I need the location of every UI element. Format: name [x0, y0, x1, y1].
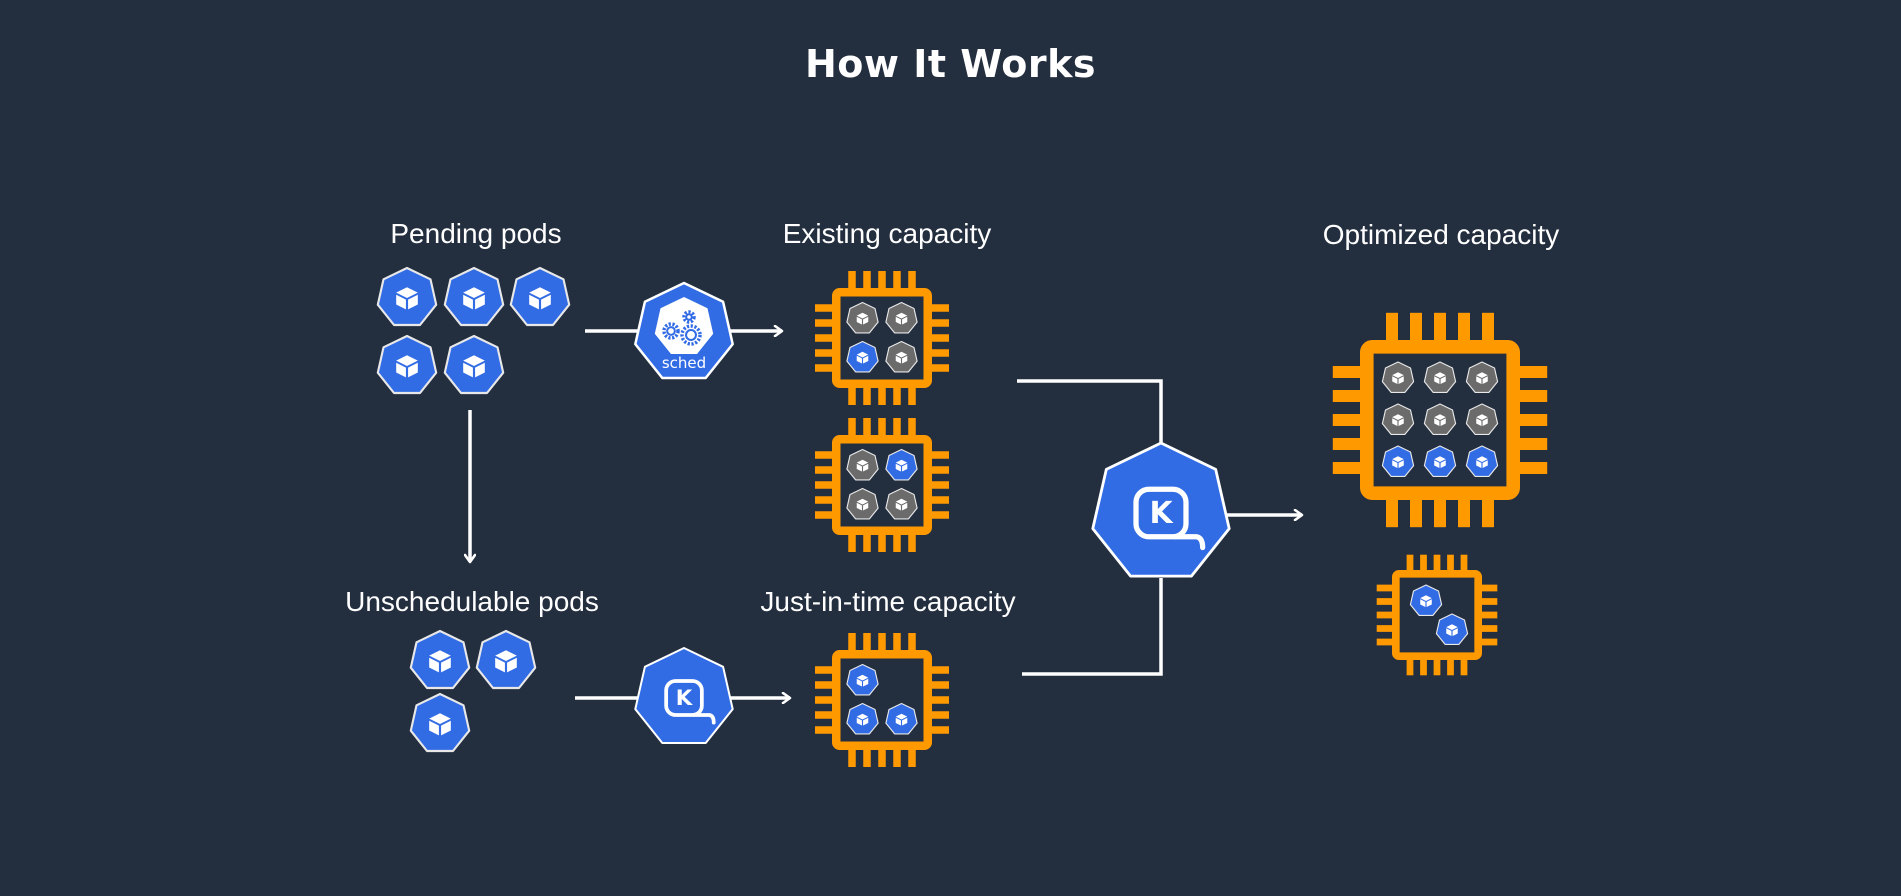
cube-icon — [856, 674, 869, 687]
jit-capacity-label: Just-in-time capacity — [760, 586, 1016, 617]
karpenter-icon: K — [664, 679, 716, 725]
existing-pod-icon — [846, 448, 879, 481]
pod-icon — [443, 334, 505, 395]
connector-jit-to-karpenter — [1022, 578, 1163, 676]
cube-icon — [1434, 372, 1446, 385]
existing-pod-icon — [1423, 403, 1457, 435]
existing-pod-icon — [885, 487, 918, 520]
existing-pod-icon — [1465, 361, 1499, 393]
pod-icon — [443, 266, 505, 327]
cube-icon — [463, 355, 485, 378]
optimized-node-large — [1332, 312, 1548, 528]
cube-icon — [1476, 372, 1488, 385]
cube-icon — [856, 459, 869, 472]
existing-pod-icon — [1465, 403, 1499, 435]
pod-icon — [475, 629, 537, 690]
cube-icon — [1446, 624, 1458, 637]
cube-icon — [1392, 372, 1404, 385]
pod-icon — [885, 702, 918, 735]
cube-icon — [529, 287, 551, 310]
pod-icon — [1381, 445, 1415, 477]
karpenter-large: K — [1091, 441, 1231, 578]
existing-node-1 — [815, 271, 949, 405]
cube-icon — [1392, 414, 1404, 427]
cube-icon — [895, 498, 908, 511]
pod-icon — [1435, 613, 1469, 645]
pod-icon — [376, 334, 438, 395]
cube-icon — [895, 351, 908, 364]
scheduler-icon: sched — [634, 281, 734, 380]
connector-existing-to-karpenter — [1017, 379, 1163, 450]
cube-icon — [895, 312, 908, 325]
pending-pods-label: Pending pods — [390, 218, 562, 249]
cube-icon — [856, 312, 869, 325]
cube-icon — [429, 713, 451, 736]
page-title: How It Works — [804, 42, 1097, 86]
existing-pod-icon — [1423, 361, 1457, 393]
optimized-node-small — [1376, 554, 1498, 676]
pod-icon — [509, 266, 571, 327]
pod-icon — [846, 702, 879, 735]
pod-icon — [885, 448, 918, 481]
cube-icon — [495, 650, 517, 673]
pod-icon — [846, 663, 879, 696]
sched-text: sched — [662, 354, 706, 372]
cube-icon — [1434, 414, 1446, 427]
cube-icon — [856, 351, 869, 364]
existing-pod-icon — [1381, 403, 1415, 435]
existing-pod-icon — [1381, 361, 1415, 393]
connector-lines — [470, 331, 1302, 698]
pod-icon — [409, 692, 471, 753]
karpenter-letter: K — [676, 686, 694, 711]
karpenter-letter: K — [1149, 496, 1173, 531]
cube-icon — [895, 459, 908, 472]
cube-icon — [1392, 456, 1404, 469]
pod-icon — [1465, 445, 1499, 477]
unschedulable-pods-label: Unschedulable pods — [345, 586, 599, 617]
cube-icon — [396, 355, 418, 378]
pod-icon — [1423, 445, 1457, 477]
existing-node-2 — [815, 418, 949, 552]
cube-icon — [1434, 456, 1446, 469]
cube-icon — [1476, 456, 1488, 469]
existing-pod-icon — [885, 301, 918, 334]
cube-icon — [396, 287, 418, 310]
karpenter-small: K — [634, 647, 734, 744]
cube-icon — [1420, 595, 1432, 608]
jit-node — [815, 633, 949, 767]
existing-pod-icon — [885, 340, 918, 373]
cube-icon — [856, 498, 869, 511]
existing-capacity-label: Existing capacity — [782, 218, 992, 249]
cube-icon — [895, 713, 908, 726]
gears-icon — [662, 310, 702, 346]
optimized-capacity-label: Optimized capacity — [1322, 219, 1560, 250]
cube-icon — [429, 650, 451, 673]
cube-icon — [1476, 414, 1488, 427]
existing-pod-icon — [846, 487, 879, 520]
pod-icon — [1409, 584, 1443, 616]
cube-icon — [856, 713, 869, 726]
pod-icon — [409, 629, 471, 690]
karpenter-icon: K — [1133, 486, 1206, 551]
cube-icon — [463, 287, 485, 310]
pod-icon — [376, 266, 438, 327]
pod-icon — [846, 340, 879, 373]
existing-pod-icon — [846, 301, 879, 334]
